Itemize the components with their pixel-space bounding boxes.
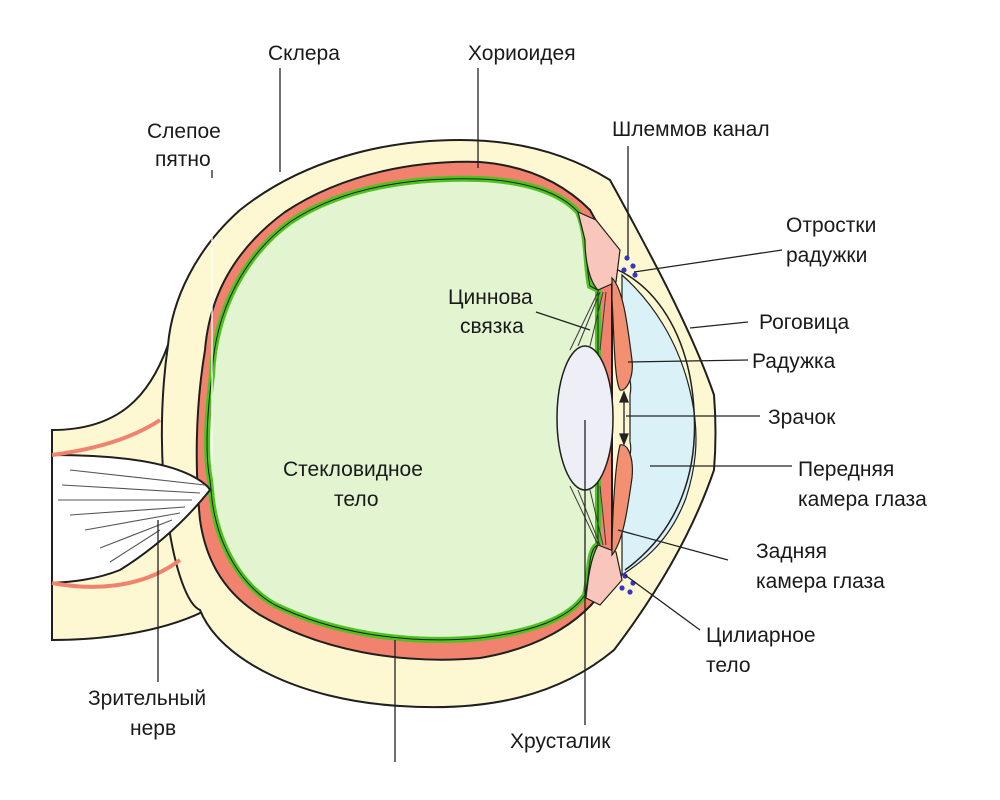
label-lens: Хрусталик (510, 730, 611, 753)
ciliary-body-lower (585, 544, 623, 606)
retina-outline (206, 178, 599, 641)
label-anterior-chamber-1: Передняя (798, 458, 894, 481)
label-blind-spot-2: пятно (155, 148, 211, 171)
label-cornea: Роговица (759, 311, 850, 334)
label-vitreous-1: Стекловидное (283, 458, 423, 481)
ciliary-body-upper (577, 210, 621, 291)
iris-lower (611, 444, 633, 557)
label-choroid: Хориоидея (468, 42, 576, 65)
pupil-arrow (619, 390, 629, 446)
optic-nerve-fibers (58, 469, 206, 563)
label-vitreous-2: тело (334, 488, 379, 511)
label-optic-nerve-1: Зрительный (88, 687, 206, 710)
iris-upper (611, 276, 633, 391)
optic-nerve-sheath-red (51, 418, 182, 589)
label-sclera: Склера (268, 42, 340, 65)
vitreous-body (204, 175, 601, 643)
schlemm-canal-dots-lower (619, 573, 636, 595)
label-ciliary-body-2: тело (706, 654, 751, 677)
label-optic-nerve-2: нерв (130, 717, 176, 740)
zonule-fibers (569, 291, 607, 546)
cornea (617, 269, 696, 571)
label-iris: Радужка (752, 350, 836, 373)
label-zonule-2: связка (460, 315, 524, 338)
label-anterior-chamber-2: камера глаза (798, 488, 927, 511)
label-ciliary-body-1: Цилиарное (706, 624, 816, 647)
label-posterior-chamber-2: камера глаза (756, 570, 885, 593)
label-blind-spot-1: Слепое (147, 120, 221, 143)
label-iris-processes-1: Отростки (786, 214, 876, 237)
schlemm-canal-dots-upper (621, 255, 638, 278)
leader-lines (157, 68, 792, 762)
label-schlemm-canal: Шлеммов канал (612, 118, 770, 141)
label-pupil: Зрачок (768, 406, 836, 429)
label-posterior-chamber-1: Задняя (756, 540, 827, 563)
anterior-chamber (621, 273, 697, 577)
label-zonule-1: Циннова (448, 286, 533, 309)
label-iris-processes-2: радужки (786, 244, 867, 267)
